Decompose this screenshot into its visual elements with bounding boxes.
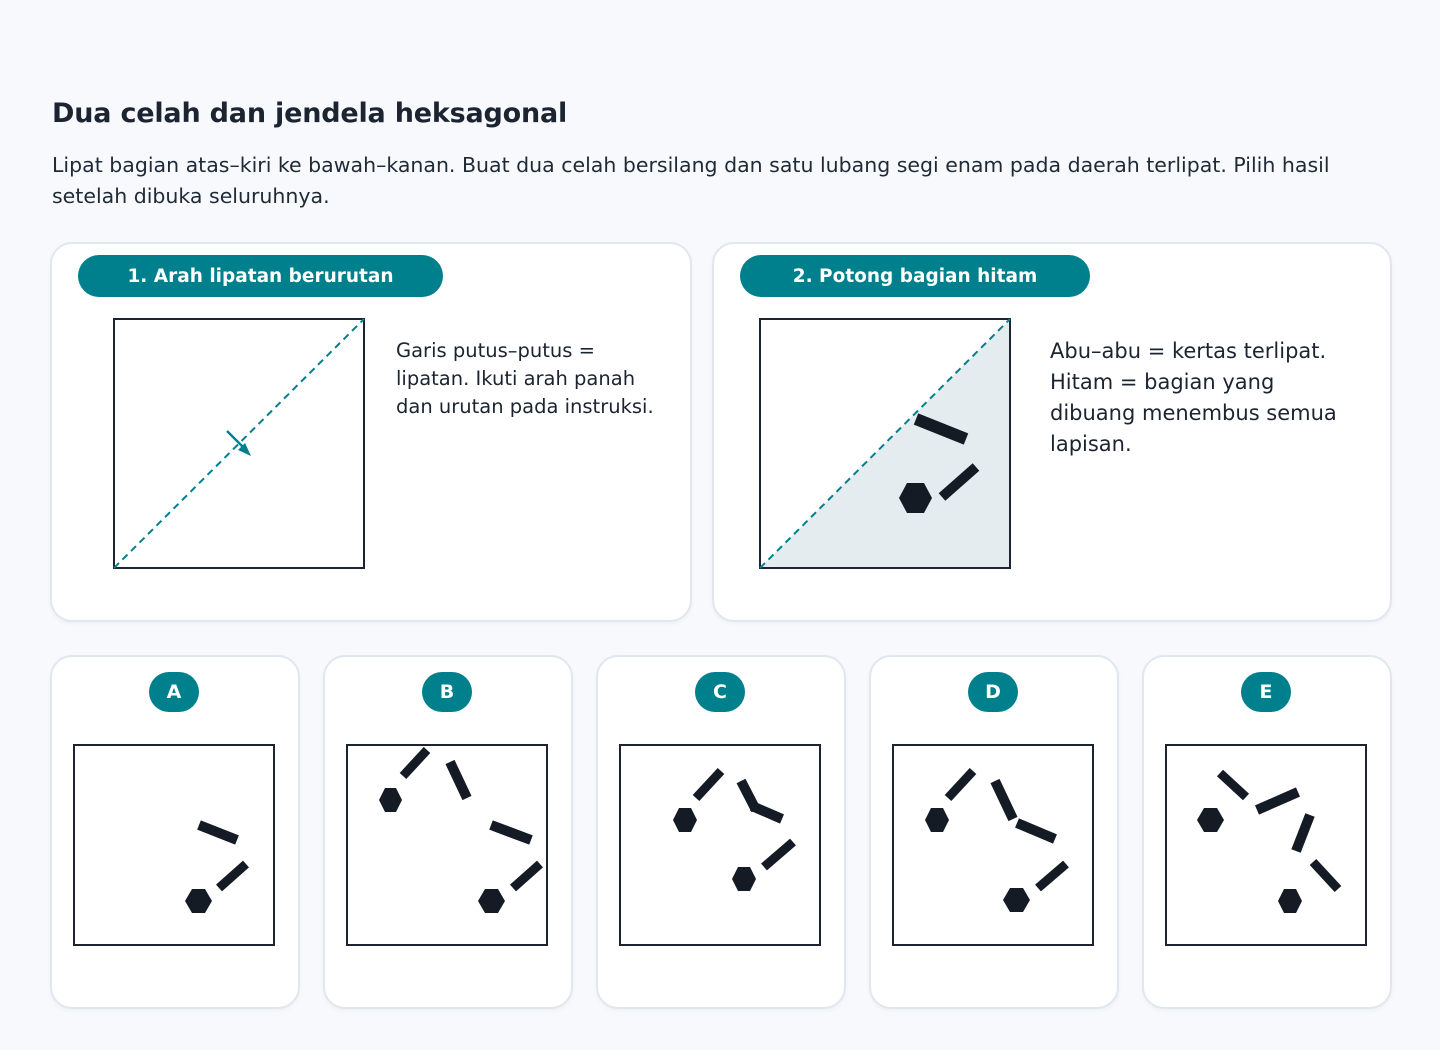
hexagon-hole-icon	[478, 889, 505, 913]
hexagon-hole-icon	[1278, 889, 1302, 913]
hexagon-hole-icon	[925, 808, 949, 832]
step1-label: 1. Arah lipatan berurutan	[78, 255, 443, 297]
option-e-figure[interactable]	[1164, 743, 1368, 947]
hexagon-hole-icon	[732, 867, 756, 891]
option-label-e[interactable]: E	[1241, 672, 1291, 712]
cut-slit	[913, 413, 969, 445]
hexagon-hole-icon	[185, 889, 212, 913]
step2-note: Abu–abu = kertas terlipat. Hitam = bagia…	[1050, 339, 1337, 456]
option-b-figure[interactable]	[345, 743, 549, 947]
hexagon-hole-icon	[379, 788, 402, 812]
cut-diagram	[759, 318, 1011, 569]
fold-diagram	[113, 318, 365, 569]
option-label-a[interactable]: A	[149, 672, 199, 712]
option-a-figure[interactable]	[72, 743, 276, 947]
option-label-b[interactable]: B	[422, 672, 472, 712]
cut-slit	[938, 463, 980, 501]
option-d-figure[interactable]	[891, 743, 1095, 947]
arrow-head-icon	[238, 443, 251, 456]
hexagon-hole-icon	[1197, 808, 1224, 832]
option-label-d[interactable]: D	[968, 672, 1018, 712]
step1-note: Garis putus–putus = lipatan. Ikuti arah …	[396, 339, 654, 418]
hexagon-hole-icon	[1003, 888, 1030, 912]
fold-line	[113, 318, 365, 569]
hexagon-hole-icon	[899, 483, 932, 513]
instructions: Lipat bagian atas–kiri ke bawah–kanan. B…	[52, 153, 1330, 208]
option-c-figure[interactable]	[618, 743, 822, 947]
page-title: Dua celah dan jendela heksagonal	[52, 98, 568, 129]
step2-label: 2. Potong bagian hitam	[740, 255, 1090, 297]
fold-line	[759, 318, 1011, 569]
hexagon-hole-icon	[673, 808, 697, 832]
option-label-c[interactable]: C	[695, 672, 745, 712]
